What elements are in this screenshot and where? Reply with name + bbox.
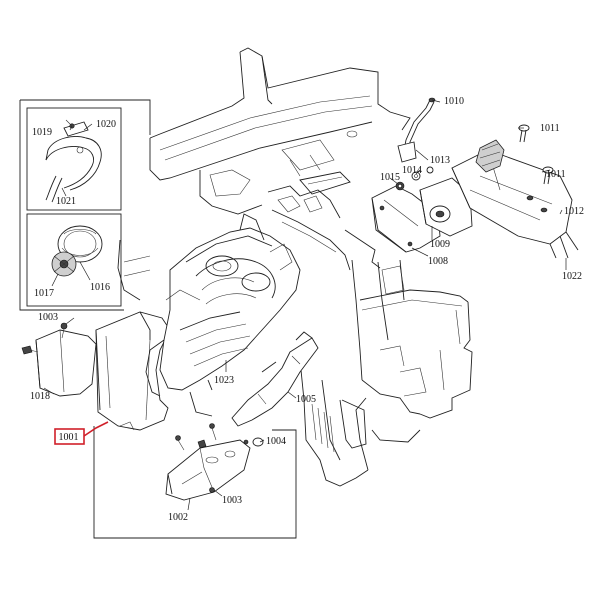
label-1003-lower: 1003 xyxy=(222,495,242,506)
inset-box-pipe-assembly xyxy=(19,99,151,311)
label-1002: 1002 xyxy=(168,512,188,523)
part-labels: 1010 1011 1011 1013 1014 1015 1012 1009 … xyxy=(30,96,584,523)
nut-part-1014 xyxy=(411,171,421,181)
motor-part-1012 xyxy=(451,139,579,259)
lever-part-1010 xyxy=(397,97,436,163)
label-1022: 1022 xyxy=(562,271,582,282)
label-1011-lower: 1011 xyxy=(546,169,566,180)
bracket-part-1018 xyxy=(21,329,97,397)
inset-box-lower-assembly xyxy=(93,426,297,539)
label-1020: 1020 xyxy=(96,119,116,130)
label-1009: 1009 xyxy=(430,239,450,250)
label-1004: 1004 xyxy=(266,436,286,447)
label-1005: 1005 xyxy=(296,394,316,405)
screws-part-1003-lower xyxy=(175,423,217,493)
label-1013: 1013 xyxy=(430,155,450,166)
label-1008: 1008 xyxy=(428,256,448,267)
leader-lines xyxy=(43,99,567,511)
label-1017: 1017 xyxy=(34,288,54,299)
label-1001: 1001 xyxy=(59,432,79,443)
bracket-part-1002 xyxy=(165,439,251,501)
filter-part-1016-1017 xyxy=(51,225,103,277)
label-1015: 1015 xyxy=(380,172,400,183)
label-1012: 1012 xyxy=(564,206,584,217)
brew-unit-part-1023 xyxy=(145,213,301,417)
label-1011-upper: 1011 xyxy=(540,123,560,134)
label-1019: 1019 xyxy=(32,127,52,138)
chute-part-1005 xyxy=(231,331,319,427)
screw-part-1011-upper xyxy=(518,124,530,143)
chassis-frame xyxy=(117,47,473,487)
label-1003-upper: 1003 xyxy=(38,312,58,323)
valve-body-part-1009 xyxy=(419,177,473,237)
highlight-callout-1001[interactable]: 1001 xyxy=(54,421,109,445)
label-1014: 1014 xyxy=(402,165,422,176)
label-1023: 1023 xyxy=(214,375,234,386)
hose-clamp-part-1019-1020-1021 xyxy=(45,119,102,203)
o-ring-part-1004 xyxy=(243,437,264,447)
pin-part-1013 xyxy=(426,166,434,174)
label-1010: 1010 xyxy=(444,96,464,107)
screw-part-1003-upper xyxy=(60,317,75,339)
housing-part-1001 xyxy=(95,311,171,431)
label-1018: 1018 xyxy=(30,391,50,402)
label-1021: 1021 xyxy=(56,196,76,207)
label-1016: 1016 xyxy=(90,282,110,293)
screw-part-1011-lower xyxy=(542,166,554,185)
